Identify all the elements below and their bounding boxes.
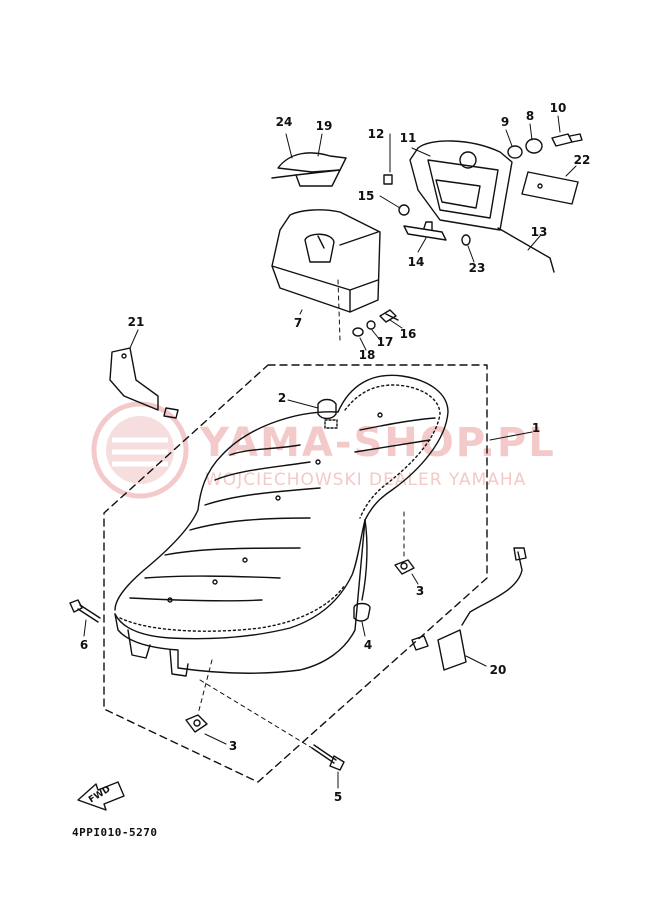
diagram-part-code: 4PPI010-5270 xyxy=(72,826,158,839)
bracket[interactable] xyxy=(403,221,447,241)
callout-10: 10 xyxy=(549,101,567,115)
grommet[interactable] xyxy=(352,327,364,337)
callout-1: 1 xyxy=(531,421,541,435)
callout-19: 19 xyxy=(315,119,333,133)
bolt[interactable] xyxy=(69,599,101,623)
seat-strap[interactable] xyxy=(271,152,347,187)
rear-cover[interactable] xyxy=(271,209,381,313)
leader-lines xyxy=(83,115,577,789)
grommet[interactable] xyxy=(461,234,471,246)
bolt[interactable] xyxy=(379,309,399,323)
callout-12: 12 xyxy=(367,127,385,141)
callout-8: 8 xyxy=(525,109,535,123)
seat-clip[interactable] xyxy=(185,714,208,733)
rod[interactable] xyxy=(497,227,555,273)
callout-3: 3 xyxy=(415,584,425,598)
callout-4: 4 xyxy=(363,638,373,652)
callout-13: 13 xyxy=(530,225,548,239)
seat-bracket[interactable] xyxy=(109,347,179,419)
seat-lock-cable[interactable] xyxy=(411,547,527,671)
callout-9: 9 xyxy=(500,115,510,129)
callout-24: 24 xyxy=(275,115,293,129)
seat-hook[interactable] xyxy=(317,398,338,429)
nut[interactable] xyxy=(366,320,376,330)
lock-set[interactable] xyxy=(507,133,583,159)
callout-20: 20 xyxy=(489,663,507,677)
tail-box[interactable] xyxy=(409,140,513,231)
watermark-title: YAMA-SHOP.PL xyxy=(200,420,556,466)
callout-23: 23 xyxy=(468,261,486,275)
watermark-subtitle: WOJCIECHOWSKI DEALER YAMAHA xyxy=(205,470,527,490)
callout-21: 21 xyxy=(127,315,145,329)
callout-15: 15 xyxy=(357,189,375,203)
seat-damper[interactable] xyxy=(353,602,371,622)
callout-22: 22 xyxy=(573,153,591,167)
callout-18: 18 xyxy=(358,348,376,362)
forward-arrow-icon xyxy=(77,781,125,811)
callout-14: 14 xyxy=(407,255,425,269)
callout-16: 16 xyxy=(399,327,417,341)
callout-11: 11 xyxy=(399,131,417,145)
seat-assembly-boundary xyxy=(103,364,488,783)
nut[interactable] xyxy=(398,204,410,216)
callout-2: 2 xyxy=(277,391,287,405)
plate[interactable] xyxy=(521,171,579,205)
callout-17: 17 xyxy=(376,335,394,349)
seat-clip[interactable] xyxy=(394,559,415,575)
callout-5: 5 xyxy=(333,790,343,804)
bolt[interactable] xyxy=(311,744,345,771)
callout-3: 3 xyxy=(228,739,238,753)
callout-6: 6 xyxy=(79,638,89,652)
callout-7: 7 xyxy=(293,316,303,330)
seat[interactable] xyxy=(114,374,449,677)
clip[interactable] xyxy=(383,174,393,185)
